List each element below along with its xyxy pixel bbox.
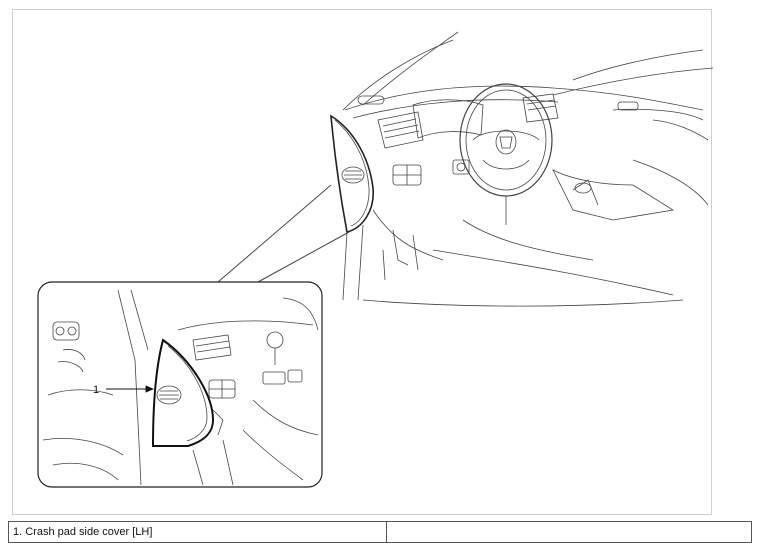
legend-table: 1. Crash pad side cover [LH] [8,521,752,543]
line-drawing: 1 [37,31,713,488]
crash-pad-side-cover-main [330,114,374,233]
main-dashboard-view [330,31,713,307]
legend-note-1 [386,521,752,543]
callout-number-1: 1 [93,384,99,396]
crash-pad-side-cover-detail [151,338,215,447]
legend-item-1: 1. Crash pad side cover [LH] [8,521,387,543]
detail-inset [37,184,350,488]
table-row: 1. Crash pad side cover [LH] [8,521,752,543]
dashboard-illustration: 1 [12,9,713,515]
